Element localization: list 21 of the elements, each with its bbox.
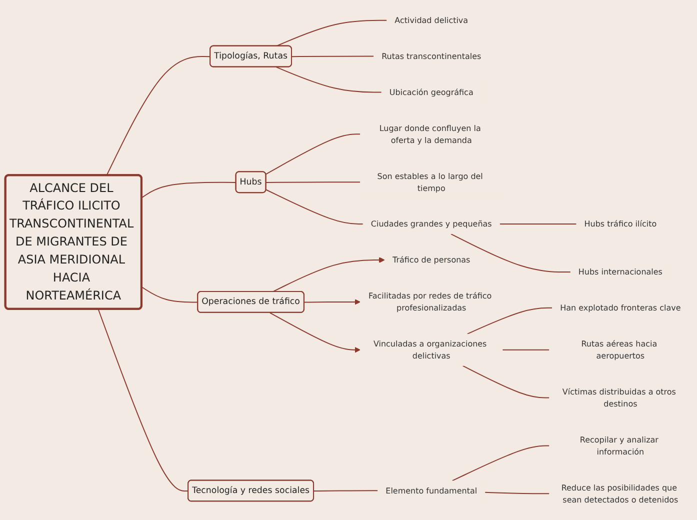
connector (291, 56, 374, 58)
connector (266, 189, 364, 225)
connector (452, 445, 550, 482)
connector (141, 182, 237, 198)
connector (484, 492, 550, 494)
arrow (269, 312, 360, 353)
connector (499, 224, 577, 225)
connector (276, 20, 388, 47)
connector (466, 307, 553, 334)
connector (265, 134, 361, 175)
connector (141, 286, 198, 303)
connector (106, 56, 211, 176)
connector (450, 234, 571, 272)
connector (313, 490, 378, 492)
connector (502, 349, 550, 350)
connector (266, 182, 361, 183)
connector (462, 365, 550, 398)
arrow (304, 299, 360, 305)
connector (276, 66, 382, 93)
connector (98, 308, 189, 492)
arrow (272, 257, 385, 292)
